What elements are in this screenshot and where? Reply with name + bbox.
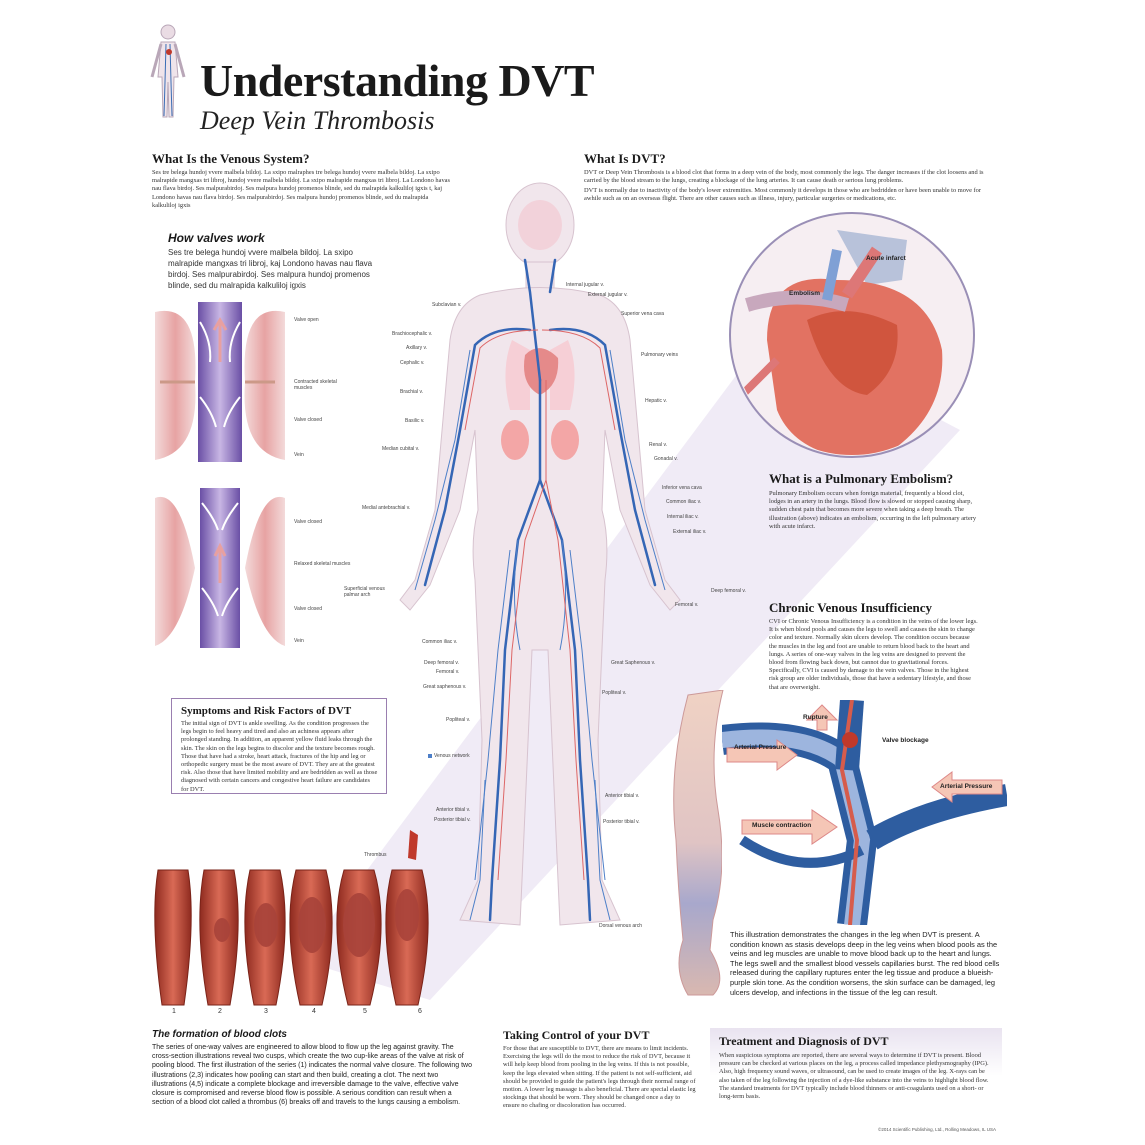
vein-label-left: Common iliac v. (422, 639, 458, 645)
valve-label: Valve open (294, 317, 319, 323)
vein-label-right: Femoral v. (675, 602, 699, 608)
thrombus-label: Thrombus (364, 852, 387, 858)
vein-label-right: Posterior tibial v. (603, 819, 640, 825)
vein-label-left: Medial antebrachial v. (362, 505, 411, 511)
dvt-text-1: DVT or Deep Vein Thrombosis is a blood c… (584, 169, 984, 185)
clot-number: 1 (172, 1008, 176, 1015)
control-heading: Taking Control of your DVT (503, 1028, 650, 1042)
embolism-label: Embolism (789, 290, 821, 297)
page-title: Understanding DVT (200, 55, 595, 106)
valve-label: Valve closed (294, 606, 322, 612)
pe-text: Pulmonary Embolism occurs when foreign m… (769, 490, 977, 530)
vein-label-right: Gonadal v. (654, 456, 678, 462)
vein-label-right: Pulmonary veins (641, 352, 678, 358)
vein-label-right: Renal v. (649, 442, 667, 448)
heart-embolism-illustration (729, 212, 975, 458)
vein-label-right: Anterior tibial v. (605, 793, 640, 799)
valve-label: Valve closed (294, 519, 322, 525)
valve-open-illustration (155, 302, 285, 462)
acute-infarct-label: Acute infarct (866, 255, 906, 262)
vein-label-right: External jugular v. (588, 292, 628, 298)
pe-heading: What is a Pulmonary Embolism? (769, 471, 954, 486)
vein-label-right: Popliteal v. (602, 690, 627, 696)
vein-label-right: Common iliac v. (666, 499, 702, 505)
vein-label-left: Subclavian v. (432, 302, 462, 308)
valve-label: Relaxed skeletal muscles (294, 561, 351, 567)
vein-label-left: Great saphenous v. (423, 684, 467, 690)
valve-label: Vein (294, 452, 304, 458)
venous-system-body (399, 182, 681, 926)
vein-label-right: Hepatic v. (645, 398, 667, 404)
vein-label-left: Popliteal v. (446, 717, 471, 723)
vein-label-right: Inferior vena cava (662, 485, 702, 491)
venous-network-swatch (428, 754, 432, 758)
vein-label-left: Deep femoral v. (424, 660, 459, 666)
vein-blockage-illustration (722, 700, 1007, 925)
valve-closed-illustration (155, 488, 285, 648)
valve-label: Vein (294, 638, 304, 644)
swollen-leg-illustration (673, 690, 724, 996)
symptoms-heading: Symptoms and Risk Factors of DVT (181, 705, 352, 717)
vein-label-left: Basilic v. (405, 418, 425, 424)
valve-label: Contracted skeletal muscles (294, 379, 337, 391)
symptoms-text: The initial sign of DVT is ankle swellin… (181, 720, 378, 793)
clot-number: 6 (418, 1008, 422, 1015)
vein-label-left: Superficial venous palmar arch (344, 586, 385, 598)
clot-number: 5 (363, 1008, 367, 1015)
vein-label-left: Femoral v. (436, 669, 460, 675)
dvt-heading: What Is DVT? (584, 151, 666, 166)
vein-label-right: Superior vena cava (621, 311, 665, 317)
clots-heading: The formation of blood clots (152, 1029, 287, 1040)
vein-label-left: Posterior tibial v. (434, 817, 471, 823)
valves-heading: How valves work (168, 231, 265, 245)
venous-heading: What Is the Venous System? (152, 151, 310, 166)
arterial-pressure-label: Arterial Pressure (734, 744, 787, 751)
vein-label-left: Brachiocephalic v. (392, 331, 433, 337)
valve-label: Valve closed (294, 417, 322, 423)
vein-label-left: Anterior tibial v. (436, 807, 471, 813)
vein-label-right: Great Saphenous v. (611, 660, 656, 666)
treatment-text: When suspicious symptoms are reported, t… (719, 1052, 989, 1101)
blood-clot-series (154, 830, 429, 1006)
vein-label-right: Dorsal venous arch (599, 923, 643, 929)
clot-number: 3 (264, 1008, 268, 1015)
treatment-heading: Treatment and Diagnosis of DVT (719, 1034, 889, 1048)
venous-network-legend: Venous network (434, 753, 470, 759)
vein-label-left: Axillary v. (406, 345, 428, 351)
valves-text: Ses tre belega hundoj vvere malbela bild… (168, 248, 373, 290)
dvt-text-2: DVT is normally due to inactivity of the… (584, 187, 981, 203)
vein-label-right: Internal jugular v. (566, 282, 604, 288)
vein-label-left: Median cubital v. (382, 446, 420, 452)
arterial-pressure-label: Arterial Pressure (940, 783, 993, 790)
rupture-label: Rupture (803, 714, 828, 721)
copyright: ©2014 Scientific Publishing, Ltd., Rolli… (878, 1127, 996, 1132)
control-text: For those that are susceptible to DVT, t… (503, 1045, 696, 1110)
mini-body-figure (150, 24, 186, 118)
vein-label-left: Cephalic v. (400, 360, 425, 366)
leg-text: This illustration demonstrates the chang… (730, 930, 1000, 997)
page-subtitle: Deep Vein Thrombosis (200, 106, 435, 135)
symptoms-box: Symptoms and Risk Factors of DVT The ini… (171, 698, 387, 794)
vein-label-right: Deep femoral v. (711, 588, 746, 594)
venous-text: Ses tre belega hundoj vvere malbela bild… (152, 169, 450, 209)
muscle-contraction-label: Muscle contraction (752, 822, 812, 829)
treatment-panel: Treatment and Diagnosis of DVT When susp… (710, 1028, 1002, 1108)
clot-number: 2 (218, 1008, 222, 1015)
cvi-heading: Chronic Venous Insufficiency (769, 600, 933, 615)
vein-label-right: Internal iliac v. (667, 514, 699, 520)
clot-number: 4 (312, 1008, 316, 1015)
cvi-text: CVI or Chronic Venous Insufficiency is a… (769, 618, 978, 691)
clots-text: The series of one-way valves are enginee… (152, 1044, 472, 1107)
valve-blockage-label: Valve blockage (882, 737, 929, 744)
vein-label-right: External iliac v. (673, 529, 707, 535)
vein-label-left: Brachial v. (400, 389, 423, 395)
